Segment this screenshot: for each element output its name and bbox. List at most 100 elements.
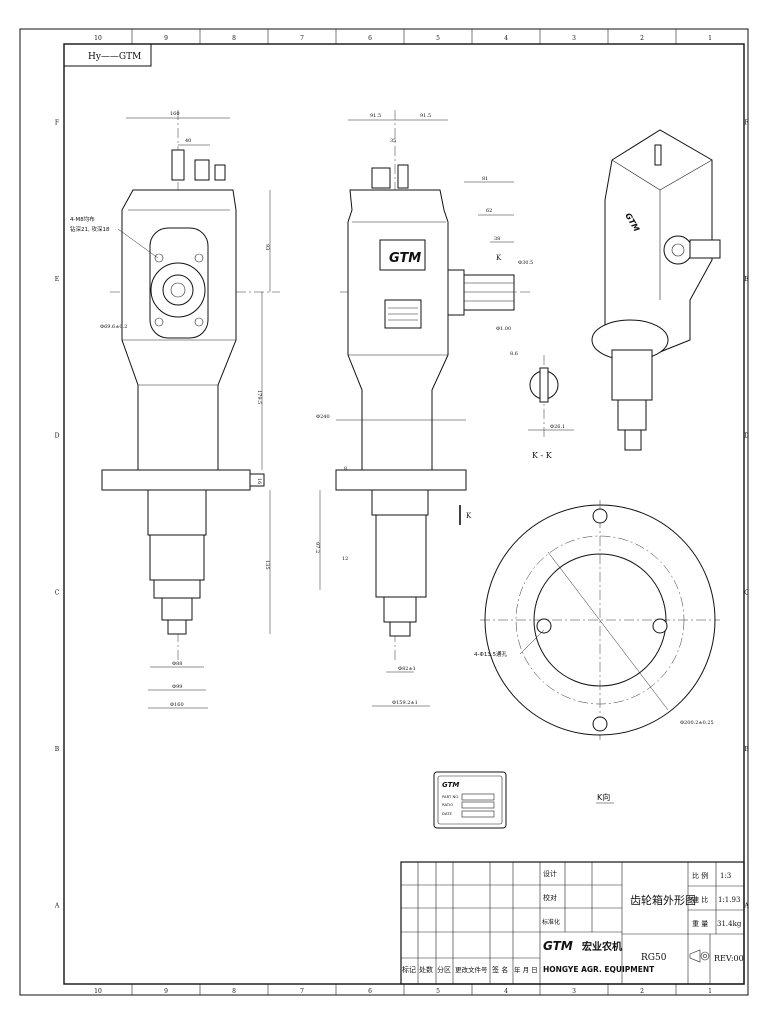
dim-top-mid: 35 [390, 138, 396, 144]
dim-shaft-out-a: 81 [482, 176, 488, 182]
dim-pilot-dia: Φ69.6±0.2 [100, 324, 127, 330]
kk-dim-a: 8.6 [510, 351, 518, 357]
scale-value: 1:3 [720, 872, 731, 880]
dim-shaft-out-c: 38 [494, 236, 500, 242]
column-number: 5 [436, 988, 440, 995]
dim-half-right: 91.5 [420, 113, 431, 119]
row-letter: D [55, 433, 60, 440]
column-number: 8 [232, 988, 236, 995]
side-view: GTM 91.5 91.5 35 81 62 38 Φ30.5 Φ1.00 K … [314, 110, 533, 707]
column-number: 4 [504, 35, 508, 42]
column-number: 3 [572, 988, 576, 995]
dim-bottom-dia-a: Φ82±1 [398, 666, 416, 672]
nameplate-row-date: DATE [442, 811, 452, 816]
role-standard: 标准化 [542, 918, 560, 926]
company-name-cn: 宏业农机 [582, 940, 622, 953]
row-letter: C [55, 589, 60, 596]
nameplate-row-ratio: RATIO [442, 802, 453, 807]
dim-half-left: 91.5 [370, 113, 381, 119]
column-number: 7 [300, 988, 304, 995]
scale-label: 比 例 [692, 871, 708, 880]
outer-frame [19, 28, 749, 996]
column-number: 6 [368, 35, 372, 42]
column-number: 4 [504, 988, 508, 995]
dim-top-width: 160 [170, 111, 180, 117]
role-check: 校对 [543, 893, 557, 902]
bolt-note-2: 钻深21, 攻深18 [70, 225, 110, 233]
column-numbers-bottom: 10 9 8 7 6 5 4 3 2 1 [94, 984, 712, 995]
column-number: 2 [640, 35, 644, 42]
dim-dia-c: Φ160 [170, 702, 184, 708]
dim-height-total: 179.5 [256, 390, 262, 404]
hdr-zone: 分区 [437, 965, 451, 974]
nameplate-row-part: PART NO. [442, 794, 459, 799]
row-letter: A [743, 903, 749, 910]
hdr-mark: 标记 [402, 965, 416, 974]
row-letter: C [744, 589, 749, 596]
column-number: 3 [572, 35, 576, 42]
company-name-en: HONGYE AGR. EQUIPMENT [543, 965, 655, 974]
kk-dim-b: Φ26.1 [550, 424, 565, 430]
dim-shaft-out-b: 62 [486, 208, 492, 214]
hdr-count: 处数 [419, 965, 433, 974]
drawing-code: Hy——GTM [88, 52, 141, 62]
dim-dia-b: Φ99 [172, 684, 182, 690]
projection-symbol-icon [689, 949, 710, 963]
dim-flange-gap: 8 [344, 466, 347, 472]
title-block: 设计 校对 标准化 齿轮箱外形图 比 例 1:3 速 比 1:1.93 重 量 … [400, 861, 745, 985]
revision: REV:00 [714, 954, 744, 963]
column-number: 9 [164, 35, 168, 42]
row-letter: B [55, 746, 60, 753]
drawing-title: 齿轮箱外形图 [630, 893, 696, 907]
column-number: 6 [368, 988, 372, 995]
section-mark-k-top: K [496, 254, 502, 262]
ratio-label: 速 比 [692, 895, 708, 904]
view-k-label: K向 [597, 792, 610, 802]
row-letter: F [744, 119, 748, 126]
nameplate-brand: GTM [442, 781, 459, 789]
model-number: RG50 [641, 953, 667, 963]
dim-shaft-dia: Φ30.5 [518, 260, 533, 266]
dim-low-len: 97.2 [314, 542, 320, 553]
column-number: 10 [94, 35, 102, 42]
weight-value: 31.4kg [717, 920, 742, 928]
dim-shaft-len: 135 [264, 560, 270, 570]
row-letter: A [54, 903, 60, 910]
view-k-holes-note: 4-Φ13.5通孔 [474, 650, 508, 658]
column-number: 5 [436, 35, 440, 42]
company-logo: GTM [543, 939, 573, 953]
view-k-pcd-note: Φ200.2±0.25 [680, 720, 714, 726]
dim-bottom-dia-b: Φ159.2±1 [392, 700, 418, 706]
view-k: 4-Φ13.5通孔 Φ200.2±0.25 K向 [474, 500, 720, 804]
column-number: 1 [708, 35, 712, 42]
hdr-change-doc: 更改文件号 [455, 965, 488, 974]
row-letter: B [744, 746, 749, 753]
dim-top-offset: 40 [185, 138, 191, 144]
column-number: 2 [640, 988, 644, 995]
column-number: 9 [164, 988, 168, 995]
side-brand-logo: GTM [389, 251, 421, 266]
role-design: 设计 [543, 869, 557, 878]
front-view: 160 40 4-M8均布 钻深21, 攻深18 Φ69.6±0.2 93 17… [70, 110, 280, 709]
row-letter: F [55, 119, 59, 126]
isometric-view: GTM [591, 129, 721, 451]
column-number: 10 [94, 988, 102, 995]
kk-label: K - K [532, 451, 553, 460]
section-kk: 8.6 Φ26.1 K - K [510, 351, 574, 460]
nameplate: GTM PART NO. RATIO DATE [433, 771, 507, 829]
drawing-code-box [63, 43, 152, 67]
row-letter: E [744, 276, 748, 283]
hdr-date: 年 月 日 [514, 965, 538, 974]
column-number: 8 [232, 35, 236, 42]
dim-spline-note: Φ1.00 [496, 326, 511, 332]
dim-flange-thk: 16 [256, 478, 262, 484]
weight-label: 重 量 [692, 920, 708, 928]
column-number: 1 [708, 988, 712, 995]
hdr-sign: 签 名 [492, 965, 508, 974]
dim-height-upper: 93 [264, 244, 270, 250]
bolt-note-1: 4-M8均布 [70, 215, 95, 223]
